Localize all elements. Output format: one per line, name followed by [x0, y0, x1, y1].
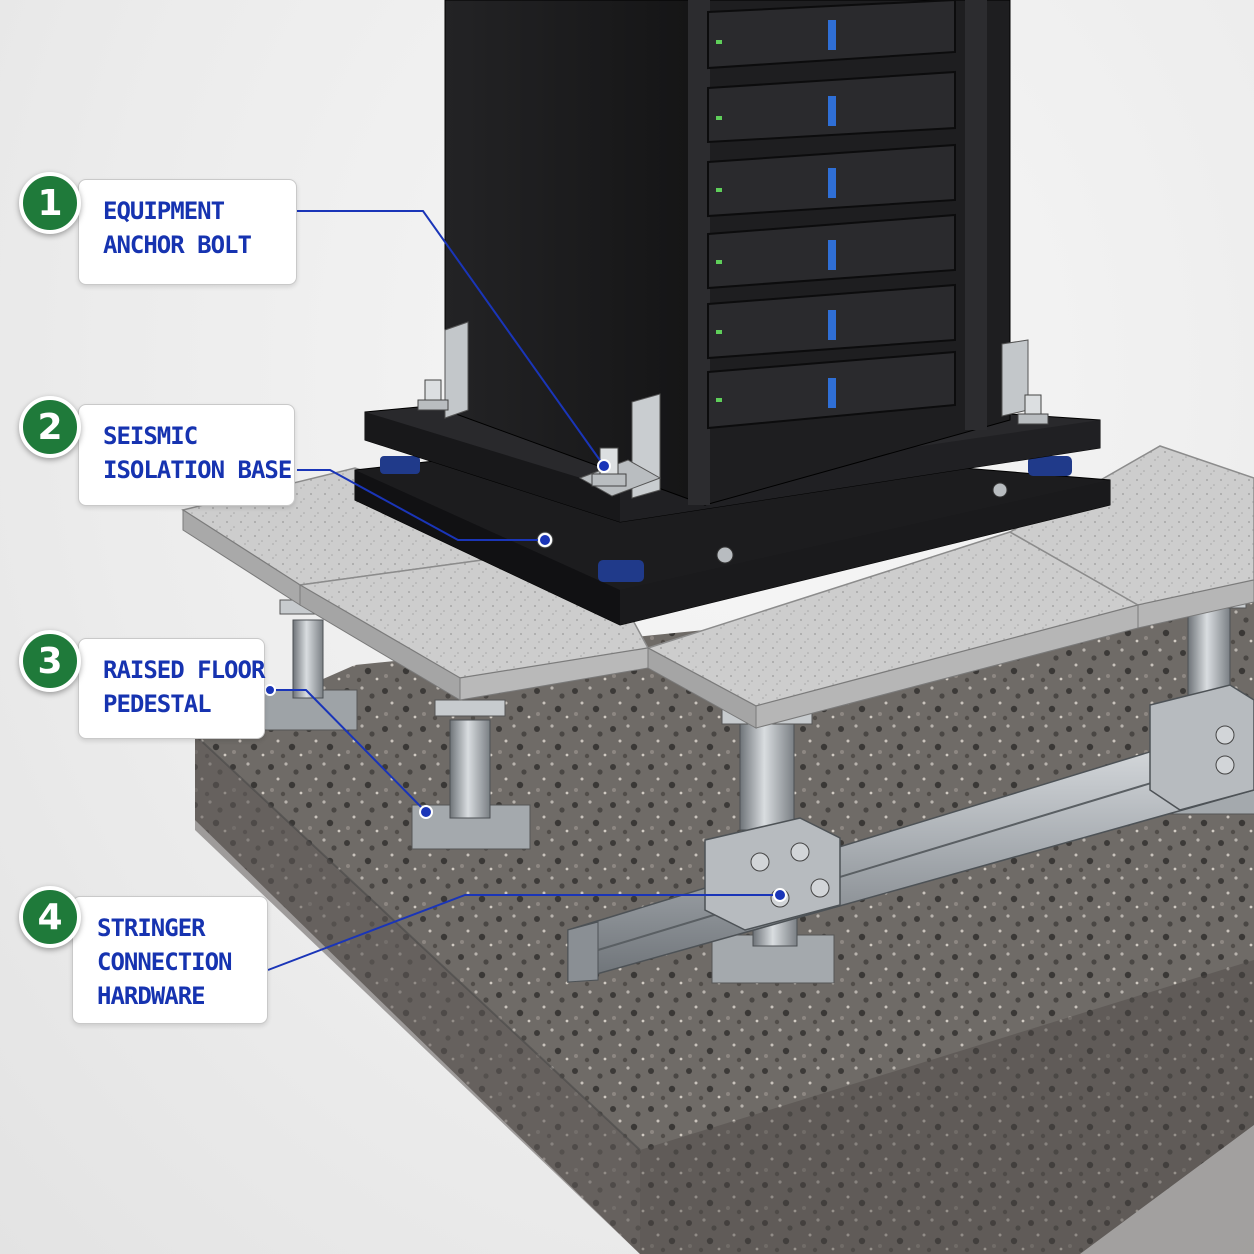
- callout-2-line-1: SEISMIC: [103, 419, 276, 453]
- leader-dot-3a: [265, 685, 275, 695]
- callout-3-badge: 3: [19, 630, 81, 692]
- server-rack: [445, 0, 1010, 505]
- callout-2-line-2: ISOLATION BASE: [103, 453, 276, 487]
- callout-4-line-2: CONNECTION: [97, 945, 249, 979]
- callout-1-line-2: ANCHOR BOLT: [103, 228, 278, 262]
- callout-4-line-1: STRINGER: [97, 911, 249, 945]
- callout-1-label: EQUIPMENT ANCHOR BOLT: [78, 179, 297, 285]
- callout-2-badge: 2: [19, 396, 81, 458]
- leader-dot-2: [539, 534, 551, 546]
- callout-3-line-2: PEDESTAL: [103, 687, 246, 721]
- stringer-bracket-right: [1150, 685, 1254, 810]
- leader-dot-3b: [420, 806, 432, 818]
- leader-dot-4: [774, 889, 786, 901]
- callout-1-line-1: EQUIPMENT: [103, 194, 278, 228]
- callout-3-line-1: RAISED FLOOR: [103, 653, 246, 687]
- leader-dot-1: [598, 460, 610, 472]
- callout-4-badge: 4: [19, 886, 81, 948]
- callout-4-label: STRINGER CONNECTION HARDWARE: [72, 896, 268, 1024]
- anchor-bolt-left: [418, 380, 448, 410]
- callout-3-label: RAISED FLOOR PEDESTAL: [78, 638, 265, 739]
- callout-4-line-3: HARDWARE: [97, 979, 249, 1013]
- callout-2-label: SEISMIC ISOLATION BASE: [78, 404, 295, 506]
- callout-1-badge: 1: [19, 172, 81, 234]
